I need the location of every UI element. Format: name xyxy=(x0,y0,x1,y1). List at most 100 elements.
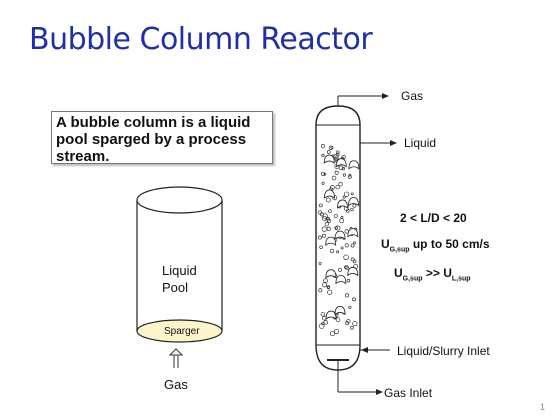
cap-bubble xyxy=(334,306,346,316)
cap-bubble xyxy=(334,230,346,240)
cap-bubble xyxy=(347,267,359,277)
small-bubble xyxy=(352,297,356,302)
small-bubble xyxy=(321,153,325,158)
small-bubble xyxy=(330,145,334,149)
liquid-outlet-label: Liquid xyxy=(404,136,437,150)
page-title: Bubble Column Reactor xyxy=(29,22,373,57)
small-bubble xyxy=(326,285,331,289)
small-bubble xyxy=(338,165,344,171)
small-bubble xyxy=(340,215,344,219)
u-subscript: G,sup xyxy=(389,246,410,254)
small-bubble xyxy=(346,278,351,283)
small-bubble xyxy=(335,225,341,231)
velocity-text: up to 50 cm/s xyxy=(409,237,490,251)
small-bubble xyxy=(352,259,357,264)
gas-inlet-label: Gas Inlet xyxy=(384,386,433,400)
small-bubble xyxy=(338,267,342,272)
small-bubble xyxy=(333,213,338,219)
pool-label-line2: Pool xyxy=(162,280,189,295)
small-bubble xyxy=(342,173,346,177)
small-bubble xyxy=(320,144,326,149)
small-bubble xyxy=(344,243,349,248)
small-bubble xyxy=(336,250,340,254)
u-symbol: U xyxy=(381,237,390,251)
small-bubble xyxy=(345,321,350,326)
small-bubble xyxy=(330,185,335,190)
small-bubble xyxy=(334,158,338,162)
small-bubble xyxy=(324,222,329,227)
small-bubble xyxy=(346,319,351,324)
small-bubble xyxy=(343,191,350,197)
small-bubble xyxy=(321,181,325,185)
small-bubble xyxy=(321,226,328,232)
small-bubble xyxy=(353,241,356,245)
cap-bubble xyxy=(335,275,347,285)
small-bubble xyxy=(329,331,335,337)
small-bubble xyxy=(352,321,358,327)
small-bubble xyxy=(321,215,327,221)
small-bubble xyxy=(328,209,332,213)
gas-superficial-velocity-label: UG,sup up to 50 cm/s xyxy=(381,237,490,253)
small-bubble xyxy=(350,325,354,330)
cap-bubble xyxy=(348,160,360,170)
small-bubble xyxy=(318,261,322,265)
cap-bubble xyxy=(324,189,335,199)
small-bubble xyxy=(345,209,350,213)
small-bubble xyxy=(344,265,348,270)
small-bubble xyxy=(319,245,323,249)
small-bubble xyxy=(321,233,326,238)
cap-bubble xyxy=(323,154,335,164)
slurry-inlet-label: Liquid/Slurry Inlet xyxy=(397,344,490,358)
cap-bubble xyxy=(325,269,337,279)
small-bubble xyxy=(327,289,333,295)
small-bubble xyxy=(332,195,338,201)
small-bubble xyxy=(318,235,322,240)
small-bubble xyxy=(348,175,352,179)
small-bubble xyxy=(335,317,341,322)
small-bubble xyxy=(331,175,337,181)
cap-bubble xyxy=(348,197,359,207)
gas-outlet-label: Gas xyxy=(401,89,424,103)
description-box: A bubble column is a liquid pool sparged… xyxy=(51,111,273,165)
pool-label-line1: Liquid xyxy=(162,263,197,278)
page-number: 1 xyxy=(539,402,545,412)
small-bubble xyxy=(350,192,354,196)
small-bubble xyxy=(344,265,350,270)
small-bubble xyxy=(348,305,352,309)
small-bubble xyxy=(329,248,335,254)
ratio-u1: U xyxy=(394,266,403,280)
small-bubble xyxy=(343,254,349,261)
small-bubble xyxy=(340,246,344,250)
small-bubble xyxy=(334,170,339,175)
small-bubble xyxy=(335,184,340,190)
liquid-pool-cylinder xyxy=(136,186,223,343)
cap-bubble xyxy=(347,228,359,238)
small-bubble xyxy=(350,257,355,262)
small-bubble xyxy=(338,182,343,187)
small-bubble xyxy=(334,226,338,230)
small-bubble xyxy=(341,154,346,160)
cap-bubble xyxy=(335,158,347,168)
gas-left-label: Gas xyxy=(164,377,188,392)
small-bubble xyxy=(341,166,346,171)
small-bubble xyxy=(336,150,340,154)
ratio-u2-sub: L,sup xyxy=(451,275,471,283)
liquid-pool-label: Liquid Pool xyxy=(162,262,197,296)
ld-ratio-label: 2 < L/D < 20 xyxy=(400,211,467,225)
cap-bubble xyxy=(337,199,348,209)
small-bubble xyxy=(333,154,339,160)
small-bubble xyxy=(348,173,352,177)
ratio-mid: >> U xyxy=(422,266,452,280)
bubble-field xyxy=(318,144,360,337)
small-bubble xyxy=(326,226,331,231)
cap-bubble xyxy=(325,236,337,246)
sparger-disc xyxy=(136,319,223,343)
velocity-ratio-label: UG,sup >> UL,sup xyxy=(394,266,471,282)
small-bubble xyxy=(344,293,350,298)
small-bubble xyxy=(321,171,326,177)
small-bubble xyxy=(322,282,328,288)
small-bubble xyxy=(350,207,354,212)
small-bubble xyxy=(318,288,323,293)
small-bubble xyxy=(342,195,346,199)
